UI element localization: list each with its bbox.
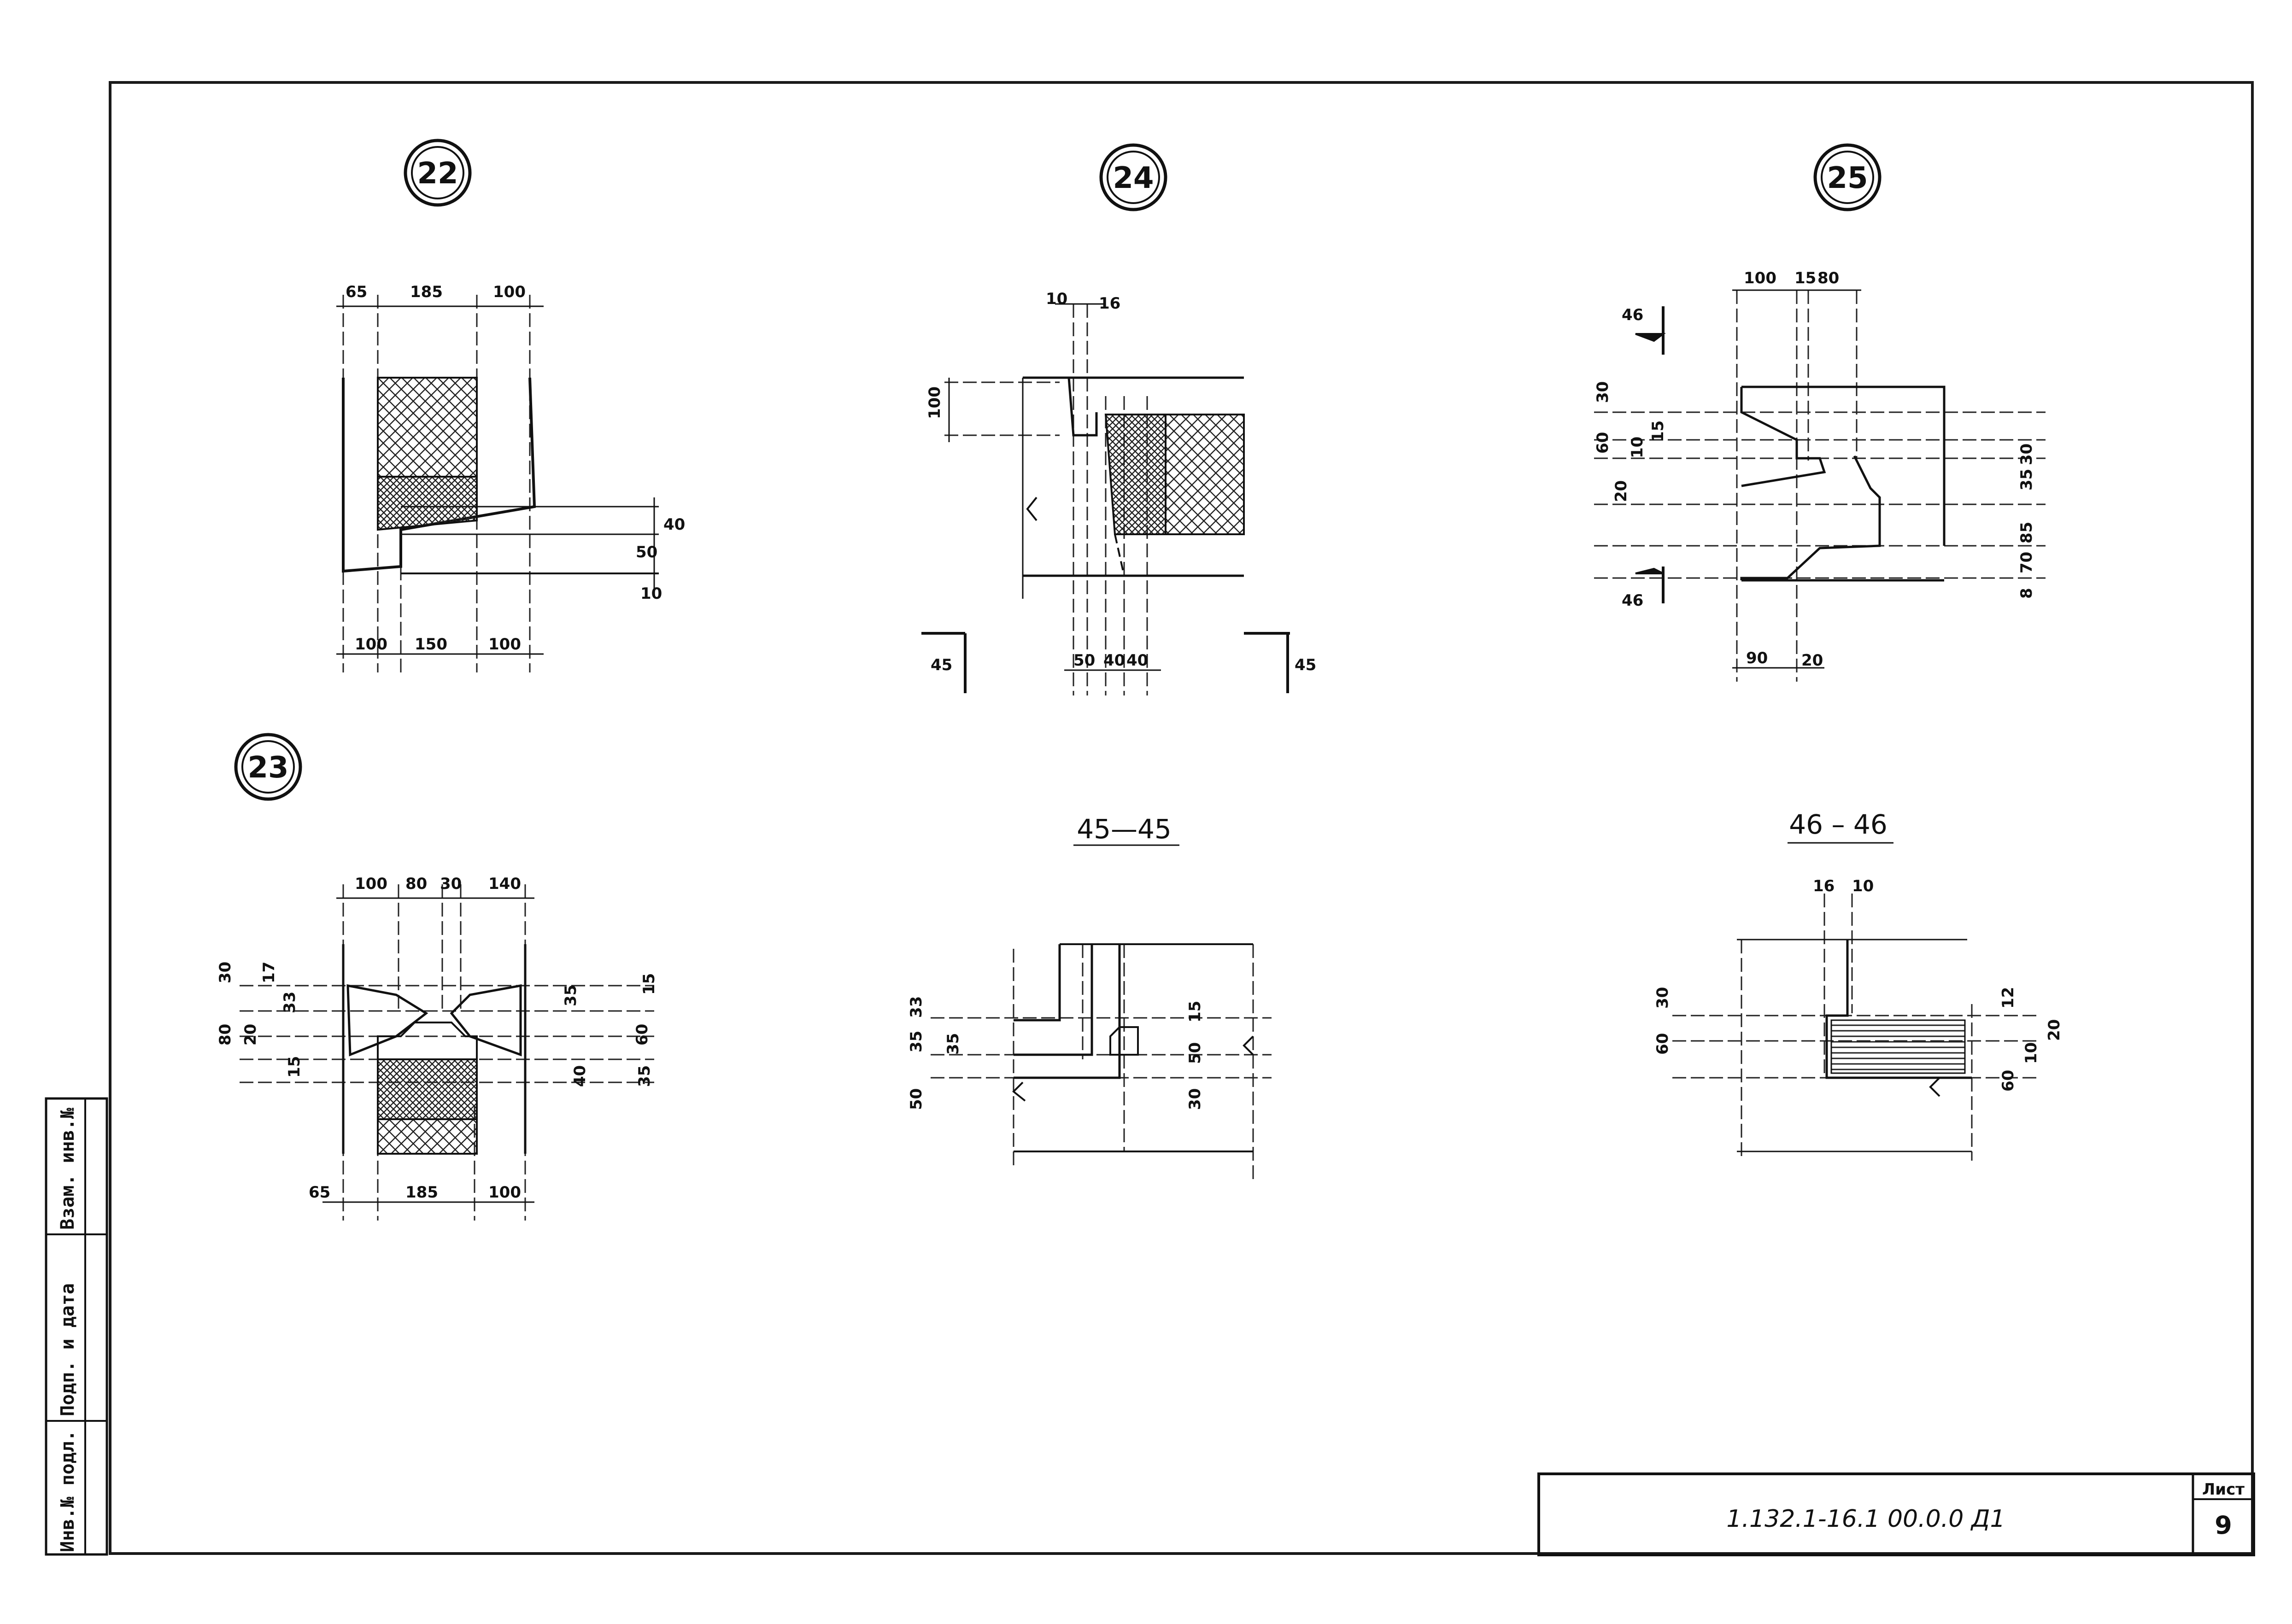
section-45-45-title: 45—45 <box>1077 813 1172 845</box>
detail-23-dim-right-5: 35 <box>635 1065 654 1087</box>
detail-25-dim-bottom-1: 90 <box>1746 649 1768 667</box>
detail-23-dim-bottom-2: 185 <box>405 1183 438 1202</box>
detail-23-dim-top-2: 80 <box>405 875 427 893</box>
detail-22-dim-right-3: 10 <box>640 584 662 603</box>
detail-25-dim-bottom-2: 20 <box>1801 651 1823 670</box>
section-46-46-title: 46 – 46 <box>1789 809 1887 840</box>
detail-23-dim-left-1: 30 <box>216 962 234 983</box>
detail-22-dim-right-1: 40 <box>663 515 685 534</box>
side-stamp-cell-3: Взам. инв.№ <box>57 1108 78 1230</box>
side-stamp-cell-2: Подп. и дата <box>57 1283 78 1416</box>
detail-24-dim-bottom-2: 40 <box>1103 651 1125 670</box>
detail-22-dim-bottom-1: 100 <box>355 635 387 654</box>
detail-23-dim-right-3: 60 <box>633 1024 651 1046</box>
section-45-45-dim-right-1: 15 <box>1186 1001 1204 1022</box>
detail-22-dim-right-2: 50 <box>636 543 657 561</box>
detail-23-label: 23 <box>247 751 288 785</box>
detail-23-dim-right-4: 40 <box>571 1065 589 1087</box>
detail-25-dim-right-4: 85 <box>2017 522 2036 543</box>
section-45-45-dim-left-3: 35 <box>907 1031 926 1052</box>
section-46-46-dim-top-2: 10 <box>1852 877 1874 895</box>
detail-23-dim-bottom-1: 65 <box>309 1183 330 1202</box>
section-46-46-dim-top-1: 16 <box>1813 877 1835 895</box>
detail-23-dim-left-6: 33 <box>281 992 299 1013</box>
detail-23-dim-top-4: 140 <box>488 875 521 893</box>
detail-25-marker: 25 <box>1813 143 1882 211</box>
detail-25-section-mark-top: 46 <box>1622 306 1643 324</box>
side-stamp: Инв.№ подл. Подп. и дата Взам. инв.№ <box>45 1097 108 1556</box>
section-46-46-dim-left-2: 30 <box>1653 987 1672 1009</box>
detail-23-dim-top-1: 100 <box>355 875 387 893</box>
detail-25-dim-left-2: 60 <box>1594 432 1612 454</box>
detail-23-dim-right-1: 35 <box>562 985 580 1006</box>
detail-25-dim-right-5: 8 <box>2017 588 2036 599</box>
detail-25-dim-top-3: 80 <box>1817 269 1839 287</box>
section-46-46-dim-right-2: 20 <box>2045 1019 2063 1041</box>
section-45-45-dim-right-3: 30 <box>1186 1088 1204 1110</box>
detail-22-dim-bottom-3: 100 <box>488 635 521 654</box>
detail-25-dim-right-3: 70 <box>2017 552 2036 573</box>
detail-22-dim-top-2: 185 <box>410 283 443 301</box>
detail-22-dim-top-1: 65 <box>346 283 367 301</box>
section-46-46-dim-right-4: 10 <box>2022 1042 2040 1064</box>
title-block-sheet-number: 9 <box>2215 1511 2232 1540</box>
section-45-45-dim-left-2: 35 <box>944 1033 962 1055</box>
side-stamp-cell-1: Инв.№ подл. <box>57 1430 78 1552</box>
detail-24-label: 24 <box>1113 161 1154 195</box>
detail-25-label: 25 <box>1827 161 1868 195</box>
detail-23-marker: 23 <box>234 733 302 801</box>
detail-22-label: 22 <box>417 157 458 191</box>
detail-22: 22 65 185 100 <box>336 139 685 672</box>
section-46-46-dim-left-1: 60 <box>1653 1033 1672 1055</box>
detail-24-marker: 24 <box>1099 143 1167 211</box>
section-45-45-dim-left-1: 33 <box>907 996 926 1018</box>
detail-24-dim-top-2: 16 <box>1099 294 1120 313</box>
section-46-46-dim-right-3: 60 <box>1999 1070 2017 1092</box>
detail-24-dim-bottom-1: 50 <box>1073 651 1095 670</box>
detail-25-section-mark-bottom: 46 <box>1622 591 1643 610</box>
detail-23-dim-bottom-3: 100 <box>488 1183 521 1202</box>
detail-24-dim-bottom-3: 40 <box>1126 651 1148 670</box>
title-block-sheet-label: Лист <box>2202 1480 2245 1499</box>
detail-24-section-mark-left: 45 <box>931 656 952 674</box>
section-45-45-dim-right-2: 50 <box>1186 1042 1204 1064</box>
detail-22-dim-bottom-2: 150 <box>415 635 447 654</box>
title-block: 1.132.1-16.1 00.0.0 Д1 Лист 9 <box>1537 1472 2255 1556</box>
detail-22-dim-top-3: 100 <box>493 283 526 301</box>
title-block-doc-code: 1.132.1-16.1 00.0.0 Д1 <box>1726 1505 2005 1533</box>
section-45-45: 45—45 33 35 35 50 <box>907 813 1272 1179</box>
section-46-46-dim-right-1: 12 <box>1999 987 2017 1009</box>
detail-25-dim-left-5: 20 <box>1612 480 1630 502</box>
drawing-frame <box>109 81 2254 1555</box>
detail-22-marker: 22 <box>404 139 472 207</box>
detail-23-dim-left-3: 80 <box>216 1024 234 1046</box>
section-46-46: 46 – 46 16 10 60 30 12 20 <box>1653 809 2063 1161</box>
detail-25-dim-left-1: 30 <box>1594 381 1612 403</box>
detail-23-dim-top-3: 30 <box>440 875 462 893</box>
detail-24: 24 <box>921 143 1316 695</box>
detail-23-dim-right-2: 15 <box>640 973 658 995</box>
detail-23-dim-left-4: 20 <box>241 1024 260 1046</box>
detail-25: 25 <box>1594 143 2046 682</box>
detail-24-dim-left-1: 100 <box>926 386 944 419</box>
detail-24-dim-top-1: 10 <box>1046 290 1067 308</box>
detail-24-section-mark-right: 45 <box>1295 656 1316 674</box>
detail-25-dim-right-1: 30 <box>2017 444 2036 465</box>
detail-23-dim-left-5: 15 <box>285 1056 304 1078</box>
section-45-45-dim-left-4: 50 <box>907 1088 926 1110</box>
detail-23: 23 <box>216 733 658 1221</box>
detail-25-dim-left-3: 10 <box>1628 437 1647 458</box>
detail-25-dim-left-4: 15 <box>1649 421 1667 442</box>
detail-25-dim-top-2: 15 <box>1794 269 1816 287</box>
detail-25-dim-right-2: 35 <box>2017 469 2036 491</box>
detail-23-dim-left-2: 17 <box>260 962 278 983</box>
detail-25-dim-top-1: 100 <box>1744 269 1776 287</box>
